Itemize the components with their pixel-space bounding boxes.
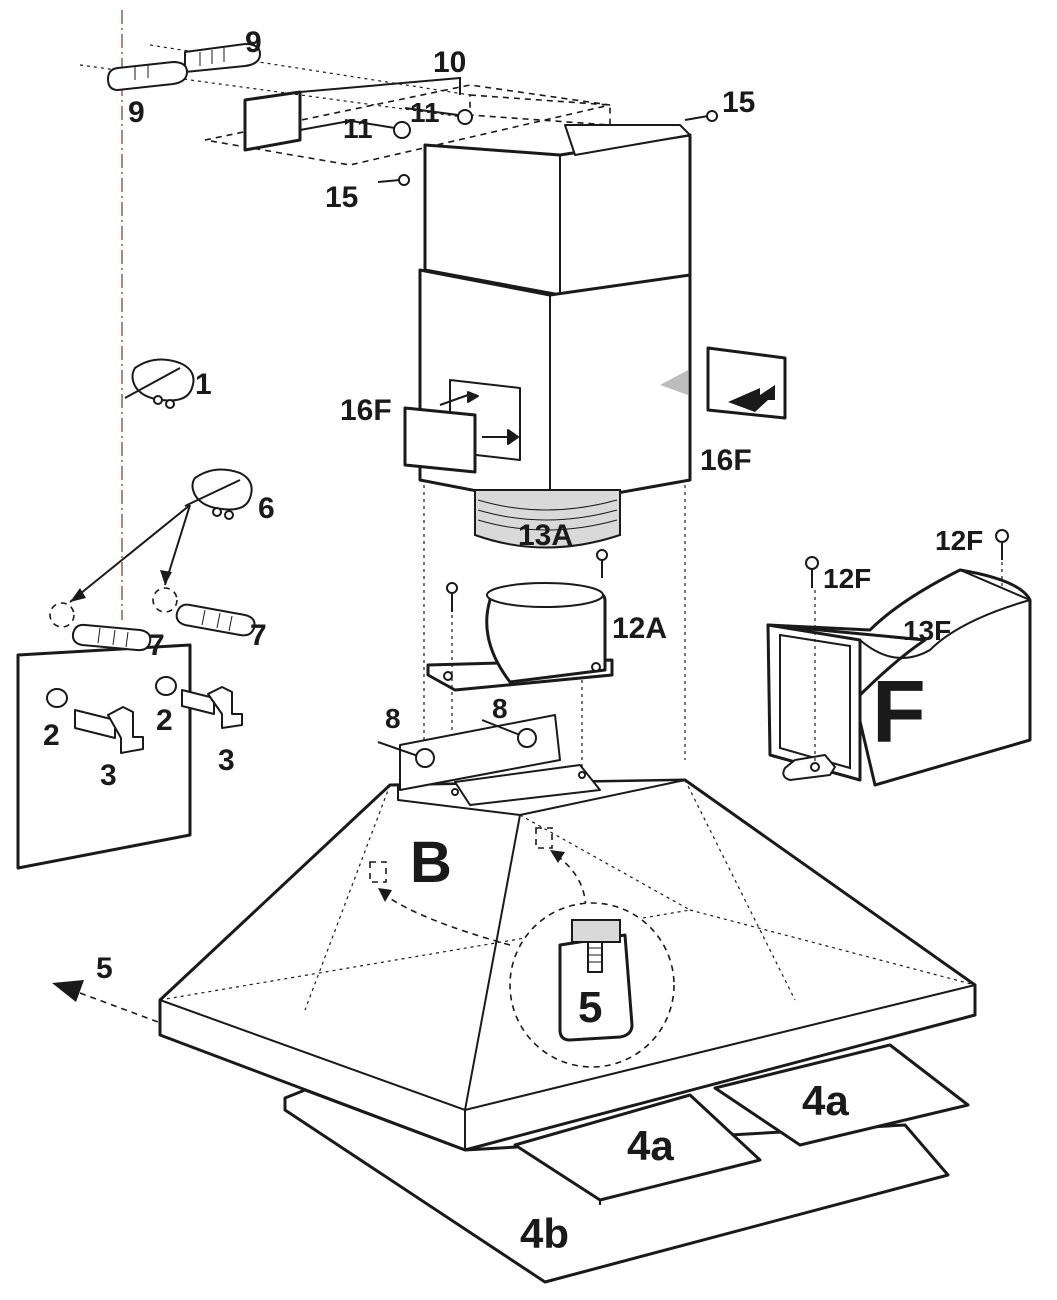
filter-4a-left [513, 1093, 762, 1205]
label-5-detail: 5 [578, 983, 602, 1032]
label-15a: 15 [722, 86, 755, 119]
top-bracket [79, 44, 611, 166]
dashed-arrow-to-left-fixing [384, 894, 511, 946]
screw-8b [481, 719, 537, 748]
label-7a: 7 [148, 629, 165, 662]
label-4a-right: 4a [802, 1077, 849, 1124]
detail-circle-5 [509, 902, 675, 1068]
label-4b: 4b [520, 1210, 569, 1257]
screw-11a [344, 119, 411, 139]
screw-15b [377, 174, 410, 186]
duct-adapter-13F [766, 568, 1032, 787]
screw-12A-left [446, 582, 458, 612]
label-B: B [410, 830, 452, 895]
label-13A: 13A [518, 519, 573, 552]
arrowhead-right-fixing [550, 850, 565, 863]
wall-plug-7a [71, 623, 152, 652]
fixing-point-B-right [535, 827, 553, 849]
drill-hole-left [49, 602, 75, 628]
label-15b: 15 [325, 181, 358, 214]
label-6: 6 [258, 492, 275, 525]
pointer-line-left [69, 504, 191, 603]
label-16F-left: 16F [340, 394, 392, 427]
screw-12A-right [596, 549, 608, 578]
label-F: F [872, 662, 926, 761]
wall-plate [16, 643, 192, 870]
screw-11b [404, 107, 473, 125]
label-12F-right: 12F [935, 525, 983, 556]
screw-12F-right [995, 529, 1009, 588]
label-5-arrow: 5 [96, 952, 113, 985]
flap-16F-right [660, 346, 787, 420]
label-1: 1 [195, 368, 212, 401]
label-3a: 3 [100, 759, 117, 792]
fixing-point-B-left [369, 861, 387, 883]
dashed-arrow-to-right-fixing [555, 854, 587, 919]
label-2b: 2 [156, 704, 173, 737]
arrowhead-left-fixing [378, 888, 392, 902]
chimney-upper [423, 124, 692, 297]
screw-8a [377, 741, 435, 768]
label-11b: 11 [410, 97, 440, 128]
label-8b: 8 [492, 693, 508, 724]
label-2a: 2 [43, 719, 60, 752]
wall-plug-9b [107, 61, 188, 91]
wall-plug-9a [184, 43, 261, 73]
label-4a-left: 4a [627, 1122, 674, 1169]
drill-icon-6 [184, 468, 253, 520]
drill-icon-1 [124, 358, 195, 409]
label-12F-left: 12F [823, 563, 871, 594]
label-13F: 13F [903, 615, 951, 646]
arrow-5-head [52, 980, 84, 1002]
label-12A: 12A [612, 612, 667, 645]
label-3b: 3 [218, 744, 235, 777]
drill-hole-right [152, 587, 178, 613]
screw-15a [684, 110, 718, 122]
filter-4a-right [713, 1043, 970, 1147]
pointer-arrow-right [160, 570, 172, 585]
pointer-arrow-left [70, 588, 86, 602]
label-9b: 9 [128, 96, 145, 129]
reducer-12A [426, 582, 614, 692]
label-8a: 8 [385, 703, 401, 734]
arrow-5-line [79, 992, 159, 1023]
hook-3b [181, 686, 243, 729]
label-7b: 7 [250, 619, 267, 652]
label-10: 10 [433, 46, 466, 79]
hook-3a [74, 706, 144, 754]
spigot-13A [474, 489, 621, 549]
wall-plug-7b [175, 603, 256, 637]
label-16F-right: 16F [700, 444, 752, 477]
label-9a: 9 [245, 26, 262, 59]
flap-16F-left [403, 379, 521, 474]
screw-12F-left [805, 556, 819, 762]
label-11a: 11 [343, 113, 373, 144]
